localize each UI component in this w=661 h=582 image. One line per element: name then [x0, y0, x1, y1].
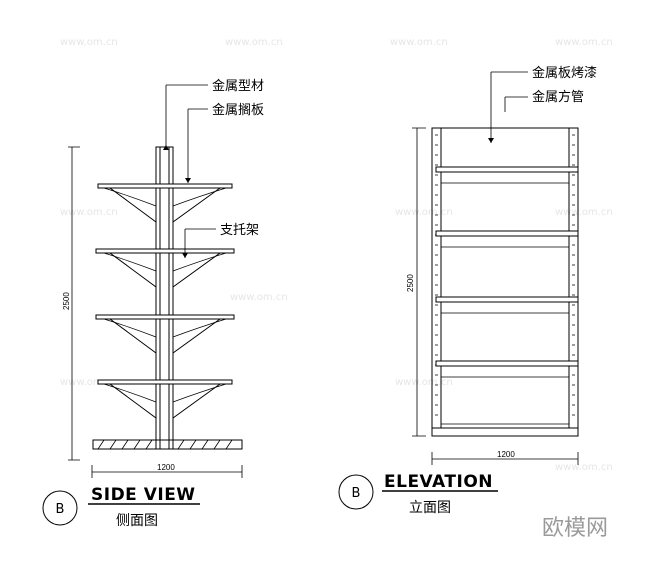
elevation-dim-width: 1200: [497, 450, 515, 459]
elevation-dim-height: 2500: [406, 274, 415, 292]
label-metal-shelf: 金属搁板: [212, 102, 264, 118]
label-bracket: 支托架: [220, 223, 259, 238]
side-view-title: SIDE VIEW: [91, 485, 196, 505]
watermark-tile: www.om.cn: [60, 377, 118, 388]
shelf-level-2: [95, 248, 235, 288]
elevation-title: ELEVATION: [384, 472, 493, 492]
watermark-tiles: www.om.cn www.om.cn www.om.cn www.om.cn …: [60, 37, 613, 473]
leader-square-tube: [504, 96, 528, 112]
watermark-tile: www.om.cn: [390, 37, 448, 48]
watermark-tile: www.om.cn: [555, 37, 613, 48]
side-view-drawing: [68, 84, 243, 478]
elevation-dimension-width: [431, 452, 579, 465]
label-metal-profile: 金属型材: [212, 78, 264, 94]
elevation-shelf-3: [435, 296, 579, 314]
label-painted-metal-board: 金属板烤漆: [532, 65, 597, 81]
side-view-title-cn: 侧面图: [116, 513, 158, 529]
center-column: [155, 146, 174, 450]
base-foot: [92, 439, 243, 450]
watermark-tile: www.om.cn: [555, 462, 613, 473]
side-view-marker: B: [56, 502, 65, 517]
watermark-tile: www.om.cn: [230, 292, 288, 303]
elevation-drawing: [412, 71, 579, 465]
side-dim-height: 2500: [62, 292, 71, 310]
elevation-shelf-2: [435, 230, 579, 248]
side-dim-width: 1200: [157, 463, 175, 472]
label-metal-square-tube: 金属方管: [532, 89, 584, 105]
brand-watermark: 欧模网: [542, 516, 608, 541]
view-marker-circle: [42, 490, 78, 526]
shelf-level-1: [97, 183, 233, 223]
view-marker-circle: [338, 474, 374, 510]
watermark-tile: www.om.cn: [555, 207, 613, 218]
shelf-level-4: [97, 379, 233, 419]
upright-slots-right: [572, 134, 575, 416]
dimension-height-line: [68, 146, 80, 461]
elevation-title-block: B ELEVATION 立面图: [338, 472, 498, 516]
leader-bracket: [184, 228, 216, 258]
elevation-marker: B: [352, 486, 361, 501]
watermark-tile: www.om.cn: [60, 207, 118, 218]
elevation-shelf-4: [435, 360, 579, 378]
watermark-tile: www.om.cn: [395, 207, 453, 218]
base-hatch: [97, 439, 233, 450]
leader-painted-board: [490, 71, 528, 143]
elevation-base: [431, 427, 579, 437]
elevation-dimension-height: [412, 127, 426, 437]
shelf-level-3: [95, 314, 235, 354]
leader-shelf: [187, 108, 208, 183]
upright-slots-left: [435, 134, 438, 416]
side-view-title-block: B SIDE VIEW 侧面图: [42, 485, 200, 529]
elevation-title-cn: 立面图: [409, 500, 451, 516]
elevation-frame: [431, 127, 579, 437]
elevation-shelf-1: [435, 166, 579, 184]
leader-profile: [165, 84, 208, 150]
watermark-tile: www.om.cn: [395, 377, 453, 388]
dimension-width-line: [91, 465, 243, 478]
watermark-tile: www.om.cn: [225, 37, 283, 48]
watermark-tile: www.om.cn: [60, 37, 118, 48]
